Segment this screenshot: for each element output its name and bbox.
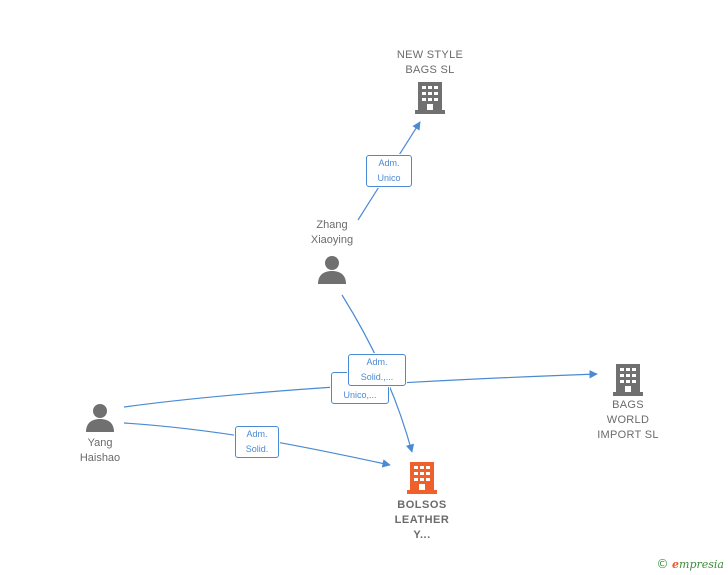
company-node-bolsos-leather[interactable]: BOLSOS LEATHER Y... [372,460,472,543]
company-label: BOLSOS LEATHER Y... [394,499,450,541]
person-node-yang-haishao[interactable]: Yang Haishao [60,402,140,466]
company-label: BAGS WORLD IMPORT SL [597,399,659,441]
person-icon [86,404,114,432]
building-icon [407,462,437,494]
company-node-new-style-bags[interactable]: NEW STYLE BAGS SL [380,48,480,114]
person-label: Zhang Xiaoying [310,219,354,246]
building-icon [613,364,643,396]
edge-label-adm-solid-multi[interactable]: Adm. Solid.,... [348,354,406,386]
company-label: NEW STYLE BAGS SL [396,49,464,76]
person-label: Yang Haishao [79,437,121,464]
edge-label-adm-solid[interactable]: Adm. Solid. [235,426,279,458]
person-node-zhang-xiaoying[interactable]: Zhang Xiaoying [292,218,372,284]
edge-label-adm-unico[interactable]: Adm. Unico [366,155,412,187]
person-icon [318,256,346,284]
building-icon [415,82,445,114]
company-node-bags-world-import[interactable]: BAGS WORLD IMPORT SL [578,362,678,443]
empresia-logo: © empresia [656,557,724,571]
